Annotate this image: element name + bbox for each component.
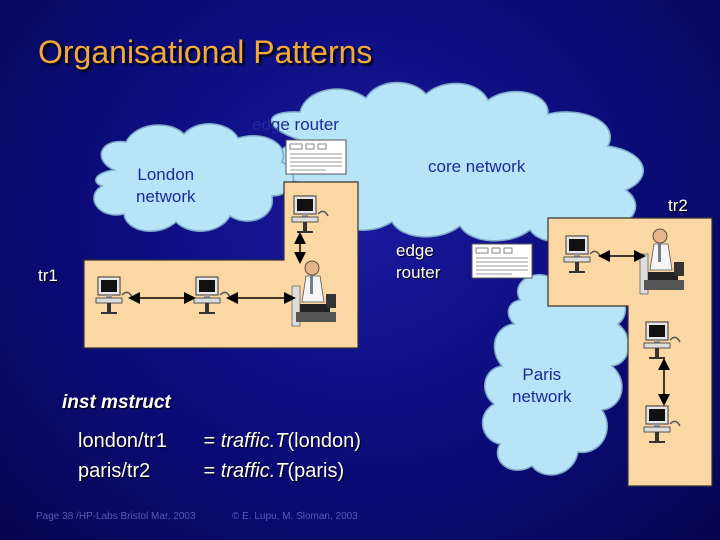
router-icon (285, 139, 347, 175)
edge-router-mid-label: edge router (396, 240, 440, 284)
edge-router-label: edge router (252, 115, 339, 134)
footer-right: © E. Lupu, M. Sloman, 2003 (232, 511, 358, 522)
footer-left: Page 38 /HP-Labs Bristol Mar. 2003 (36, 511, 196, 522)
london-network-cloud (93, 123, 295, 232)
tr1-label: tr1 (38, 266, 58, 285)
code-fn: traffic.T (220, 430, 288, 452)
code-lhs: london/tr1 (78, 430, 167, 452)
code-fn: traffic.T (220, 460, 288, 482)
code-eq: = (198, 430, 221, 452)
tr1-domain (83, 181, 359, 349)
paris-network-label: Paris network (512, 364, 572, 408)
slide-title: Organisational Patterns (38, 34, 373, 70)
router-icon (471, 243, 533, 279)
code-arg: (london) (287, 430, 361, 452)
london-label-line2: network (136, 187, 196, 206)
paris-label-line2: network (512, 387, 572, 406)
tr2-label: tr2 (668, 196, 688, 215)
inst-heading: inst mstruct (62, 392, 171, 413)
core-network-label: core network (428, 157, 526, 176)
london-network-label: London network (136, 164, 196, 208)
edge-router-line1: edge (396, 241, 434, 260)
code-line: paris/tr2 = traffic.T(paris) (78, 460, 344, 483)
paris-label-line1: Paris (522, 365, 562, 384)
code-lhs: paris/tr2 (78, 460, 151, 482)
edge-router-line2: router (396, 263, 441, 282)
code-eq: = (198, 460, 221, 482)
code-line: london/tr1 = traffic.T(london) (78, 430, 361, 453)
london-label-line1: London (137, 165, 195, 184)
code-arg: (paris) (287, 460, 345, 482)
